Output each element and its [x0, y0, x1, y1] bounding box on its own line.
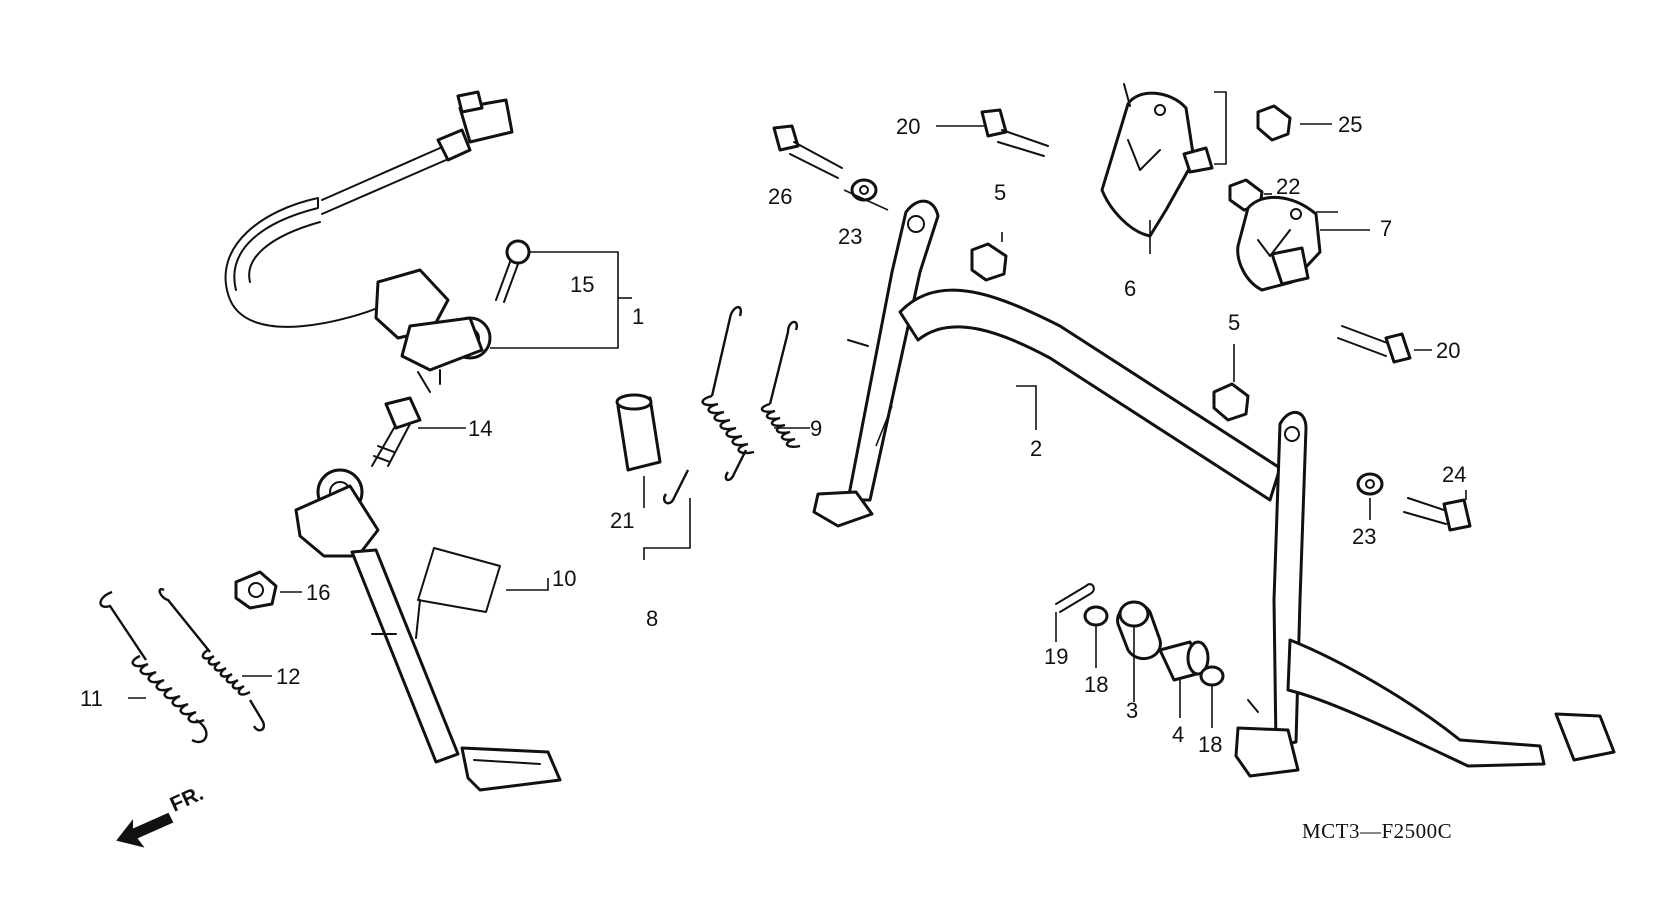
bushing-4 — [1158, 640, 1210, 682]
washer-18-left — [1083, 605, 1109, 627]
nut-16 — [234, 570, 278, 610]
callout-14: 14 — [468, 416, 492, 441]
collar-21 — [615, 393, 662, 472]
main-stand — [812, 199, 1616, 778]
spring-9a — [662, 306, 755, 505]
pin-19 — [1055, 583, 1095, 613]
bracket-6 — [1100, 83, 1214, 238]
side-stand — [294, 468, 562, 792]
callout-26: 26 — [768, 184, 792, 209]
callout-16: 16 — [306, 580, 330, 605]
pivot-bolt-14 — [371, 396, 422, 467]
callout-23-right: 23 — [1352, 524, 1376, 549]
collar-3 — [1116, 600, 1162, 661]
bolt-20-upper — [980, 108, 1049, 157]
callout-20-lower: 20 — [1436, 338, 1460, 363]
callout-20-upper: 20 — [896, 114, 920, 139]
callout-labels: 1 15 14 16 10 11 12 21 8 9 2 26 20 23 5 … — [80, 112, 1466, 757]
washer-23-left — [850, 178, 878, 202]
callout-5-lower: 5 — [1228, 310, 1240, 335]
bolt-24 — [1403, 497, 1472, 532]
nut-5-lower — [1212, 382, 1250, 422]
callout-24: 24 — [1442, 462, 1466, 487]
front-direction-arrow: FR. — [116, 782, 207, 848]
washer-23-right — [1356, 472, 1384, 496]
callout-25: 25 — [1338, 112, 1362, 137]
bolt-26 — [772, 124, 843, 179]
callout-22: 22 — [1276, 174, 1300, 199]
callout-15: 15 — [570, 272, 594, 297]
spring-11 — [99, 590, 208, 744]
callout-3: 3 — [1126, 698, 1138, 723]
side-stand-switch — [224, 90, 514, 393]
callout-2: 2 — [1030, 436, 1042, 461]
leader-lines — [128, 91, 1467, 728]
callout-12: 12 — [276, 664, 300, 689]
bolt-20-lower — [1337, 325, 1412, 364]
callout-21: 21 — [610, 508, 634, 533]
callout-1: 1 — [632, 304, 644, 329]
nut-5-upper — [970, 242, 1008, 282]
nut-25 — [1256, 104, 1292, 142]
callout-23-left: 23 — [838, 224, 862, 249]
callout-7: 7 — [1380, 216, 1392, 241]
washer-18-right — [1199, 665, 1225, 687]
bracket-7 — [1236, 195, 1322, 292]
callout-18-right: 18 — [1198, 732, 1222, 757]
callout-6: 6 — [1124, 276, 1136, 301]
spring-9b — [724, 320, 801, 482]
spring-12 — [158, 588, 266, 732]
callout-11: 11 — [80, 686, 103, 711]
bolt-15 — [495, 239, 531, 303]
callout-5-upper: 5 — [994, 180, 1006, 205]
callout-8: 8 — [646, 606, 658, 631]
direction-label: FR. — [167, 782, 207, 817]
callout-19: 19 — [1044, 644, 1068, 669]
diagram-code: MCT3—F2500C — [1302, 819, 1452, 843]
callout-9: 9 — [810, 416, 822, 441]
callout-18-left: 18 — [1084, 672, 1108, 697]
callout-4: 4 — [1172, 722, 1184, 747]
callout-10: 10 — [552, 566, 576, 591]
